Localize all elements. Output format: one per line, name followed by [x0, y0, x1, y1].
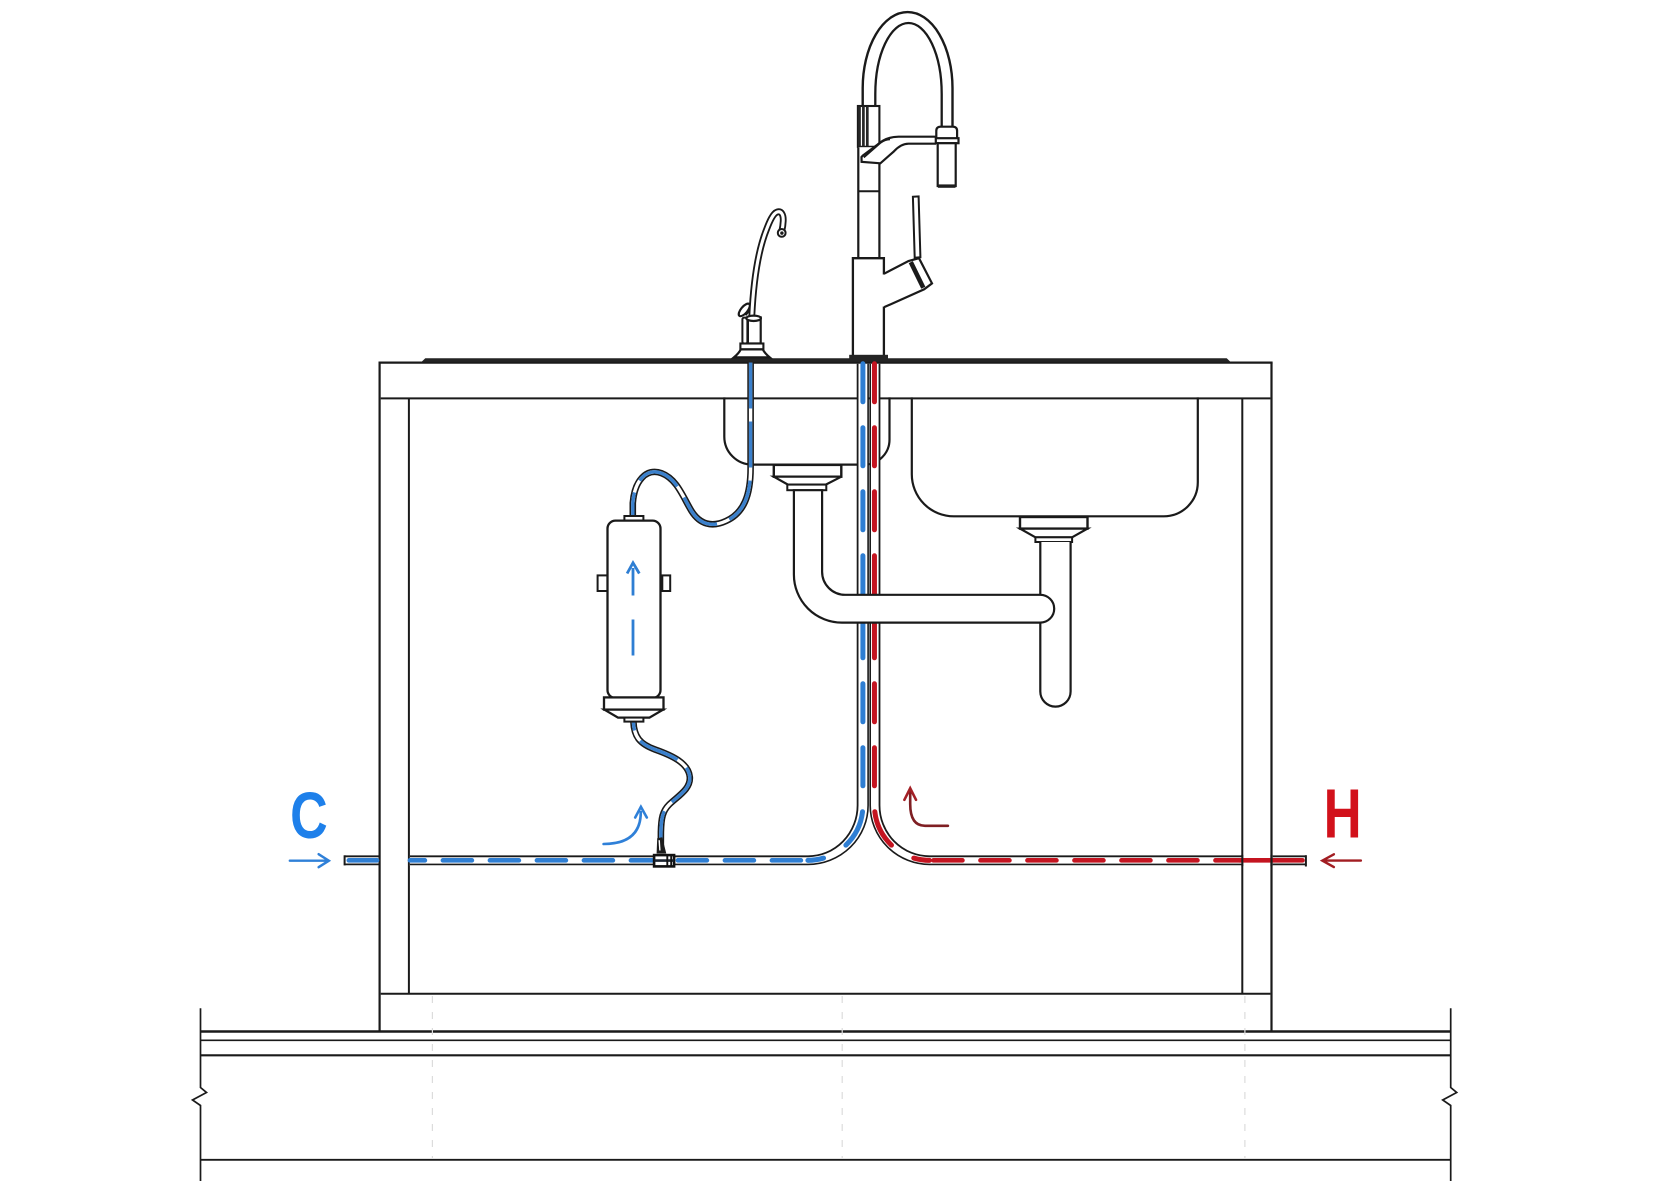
svg-text:H: H — [1324, 775, 1362, 853]
svg-text:C: C — [290, 778, 328, 852]
